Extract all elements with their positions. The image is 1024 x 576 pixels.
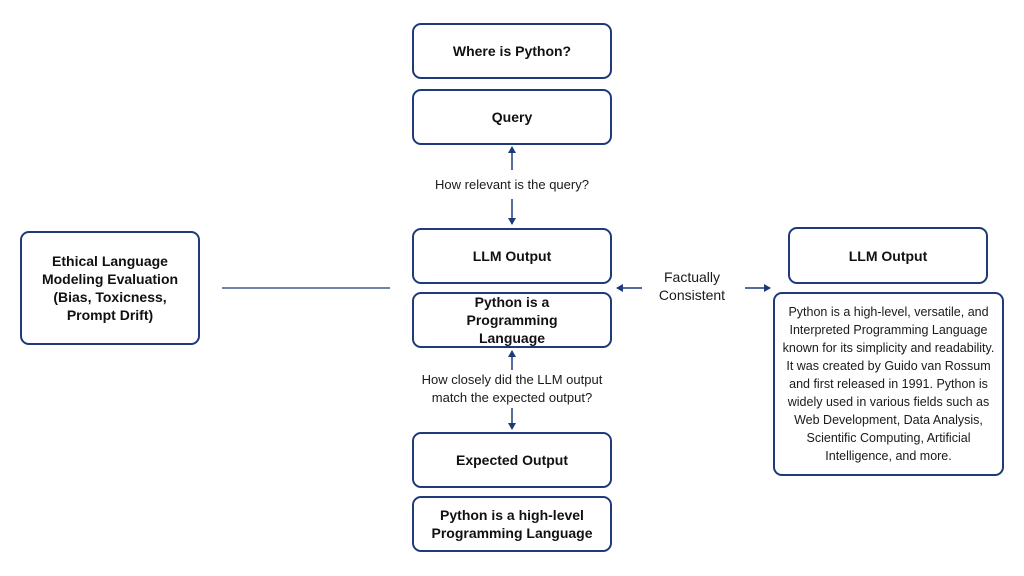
ethical-evaluation-box: Ethical Language Modeling Evaluation (Bi… (20, 231, 200, 345)
python-high-level-box: Python is a high-level Programming Langu… (412, 496, 612, 552)
python-high-level-text: Python is a high-level Programming Langu… (431, 507, 593, 541)
llm-output-center-box: LLM Output (412, 228, 612, 284)
ethical-evaluation-text: Ethical Language Modeling Evaluation (Bi… (41, 253, 179, 323)
where-is-python-text: Where is Python? (452, 43, 572, 59)
expected-output-box: Expected Output (412, 432, 612, 488)
python-programming-language-box: Python is a Programming Language (412, 292, 612, 348)
llm-output-right-box: LLM Output (788, 227, 988, 284)
llm-output-paragraph-box: Python is a high-level, versatile, and I… (773, 292, 1004, 476)
python-programming-language-text: Python is a Programming Language (466, 294, 558, 346)
expected-output-text: Expected Output (455, 452, 568, 468)
query-box: Query (412, 89, 612, 145)
factually-consistent-label: Factually Consistent (658, 269, 726, 303)
query-relevance-label: How relevant is the query? (435, 177, 589, 192)
query-text: Query (491, 109, 533, 125)
llm-output-paragraph-text: Python is a high-level, versatile, and I… (782, 305, 995, 463)
llm-output-center-text: LLM Output (472, 248, 552, 264)
where-is-python-box: Where is Python? (412, 23, 612, 79)
llm-output-right-text: LLM Output (848, 247, 928, 264)
output-match-label: How closely did the LLM output match the… (421, 372, 603, 405)
